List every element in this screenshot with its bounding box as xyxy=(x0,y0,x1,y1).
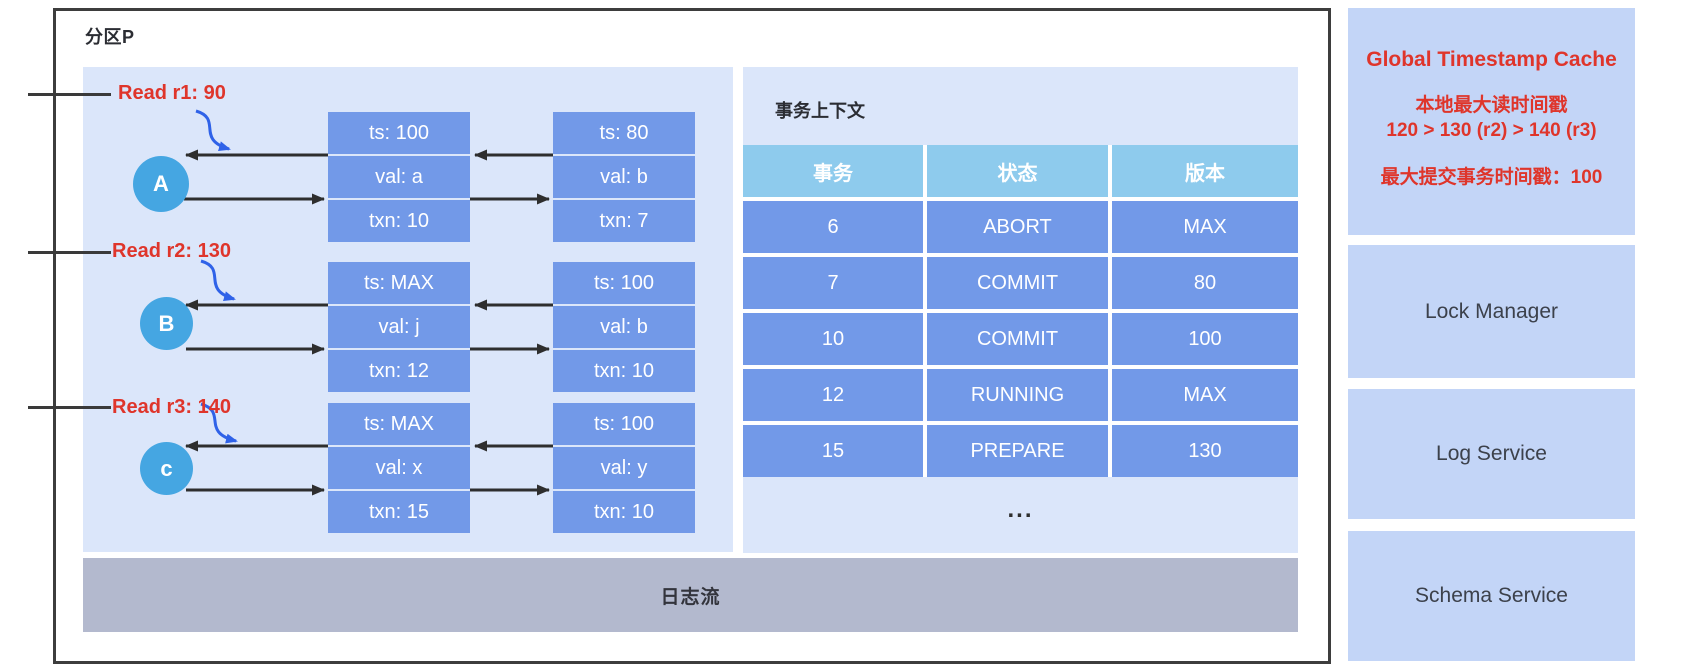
table-cell: 80 xyxy=(1112,257,1298,309)
gtc-local-max-read-label: 本地最大读时间戳 xyxy=(1415,95,1568,116)
read-label-r3: Read r3: 140 xyxy=(112,396,231,418)
table-cell: 12 xyxy=(743,369,923,421)
table-cell: 100 xyxy=(1112,313,1298,365)
header-cell-version: 版本 xyxy=(1112,145,1298,197)
version-val: val: b xyxy=(553,156,695,198)
version-val: val: x xyxy=(328,447,470,489)
log-service-label: Log Service xyxy=(1436,442,1547,465)
version-txn: txn: 10 xyxy=(553,491,695,533)
version-txn: txn: 10 xyxy=(328,200,470,242)
version-ts: ts: 100 xyxy=(553,262,695,304)
version-ts: ts: 100 xyxy=(553,403,695,445)
record-node-c: c xyxy=(140,442,193,495)
version-ts: ts: 80 xyxy=(553,112,695,154)
version-ts: ts: MAX xyxy=(328,262,470,304)
version-box-b-tail: ts: 100 val: b txn: 10 xyxy=(553,262,695,392)
schema-service-box: Schema Service xyxy=(1348,531,1635,661)
table-cell: COMMIT xyxy=(927,313,1108,365)
header-cell-status: 状态 xyxy=(927,145,1108,197)
gtc-local-max-read-values: 120 > 130 (r2) > 140 (r3) xyxy=(1386,120,1597,141)
chain-a-links xyxy=(184,109,553,205)
chain-c-links xyxy=(185,402,553,496)
log-stream-bar: 日志流 xyxy=(83,558,1298,632)
header-cell-txn: 事务 xyxy=(743,145,923,197)
read-pointer-arrow xyxy=(200,259,236,301)
version-box-b-head: ts: MAX val: j txn: 12 xyxy=(328,262,470,392)
version-txn: txn: 10 xyxy=(553,350,695,392)
table-cell: PREPARE xyxy=(927,425,1108,477)
version-txn: txn: 7 xyxy=(553,200,695,242)
schema-service-label: Schema Service xyxy=(1415,584,1568,607)
read-leader-line-r3 xyxy=(28,406,111,409)
log-stream-label: 日志流 xyxy=(660,586,721,608)
record-node-b: B xyxy=(140,297,193,350)
global-timestamp-cache-box: Global Timestamp Cache 本地最大读时间戳 120 > 13… xyxy=(1348,8,1635,235)
partition-title: 分区P xyxy=(85,27,135,47)
table-cell: 130 xyxy=(1112,425,1298,477)
version-val: val: b xyxy=(553,306,695,348)
read-pointer-arrow xyxy=(200,402,238,444)
version-txn: txn: 12 xyxy=(328,350,470,392)
table-cell: RUNNING xyxy=(927,369,1108,421)
lock-manager-box: Lock Manager xyxy=(1348,245,1635,378)
gtc-title: Global Timestamp Cache xyxy=(1366,48,1617,71)
transaction-table: 事务 状态 版本 6 ABORT MAX 7 COMMIT 80 10 COMM… xyxy=(743,145,1298,477)
read-leader-line-r2 xyxy=(28,251,111,254)
version-box-a-head: ts: 100 val: a txn: 10 xyxy=(328,112,470,242)
read-label-r2: Read r2: 130 xyxy=(112,240,231,262)
record-node-a: A xyxy=(133,156,189,212)
read-label-r1: Read r1: 90 xyxy=(118,82,226,104)
arrow-layer xyxy=(184,109,553,496)
version-val: val: a xyxy=(328,156,470,198)
version-ts: ts: 100 xyxy=(328,112,470,154)
table-cell: ABORT xyxy=(927,201,1108,253)
table-cell: 10 xyxy=(743,313,923,365)
version-txn: txn: 15 xyxy=(328,491,470,533)
table-cell: 15 xyxy=(743,425,923,477)
table-cell: COMMIT xyxy=(927,257,1108,309)
lock-manager-label: Lock Manager xyxy=(1424,299,1559,323)
version-box-c-tail: ts: 100 val: y txn: 10 xyxy=(553,403,695,533)
table-cell: MAX xyxy=(1112,201,1298,253)
table-cell: 6 xyxy=(743,201,923,253)
version-val: val: j xyxy=(328,306,470,348)
version-box-a-tail: ts: 80 val: b txn: 7 xyxy=(553,112,695,242)
version-box-c-head: ts: MAX val: x txn: 15 xyxy=(328,403,470,533)
transaction-table-title: 事务上下文 xyxy=(775,101,865,121)
table-cell: 7 xyxy=(743,257,923,309)
log-service-box: Log Service xyxy=(1348,389,1635,519)
gtc-max-commit-ts: 最大提交事务时间戳：100 xyxy=(1380,167,1603,188)
chain-b-links xyxy=(185,259,553,355)
table-cell: MAX xyxy=(1112,369,1298,421)
table-more-indicator: ... xyxy=(1007,496,1034,523)
read-pointer-arrow xyxy=(195,109,231,151)
version-ts: ts: MAX xyxy=(328,403,470,445)
read-leader-line-r1 xyxy=(28,93,111,96)
version-val: val: y xyxy=(553,447,695,489)
